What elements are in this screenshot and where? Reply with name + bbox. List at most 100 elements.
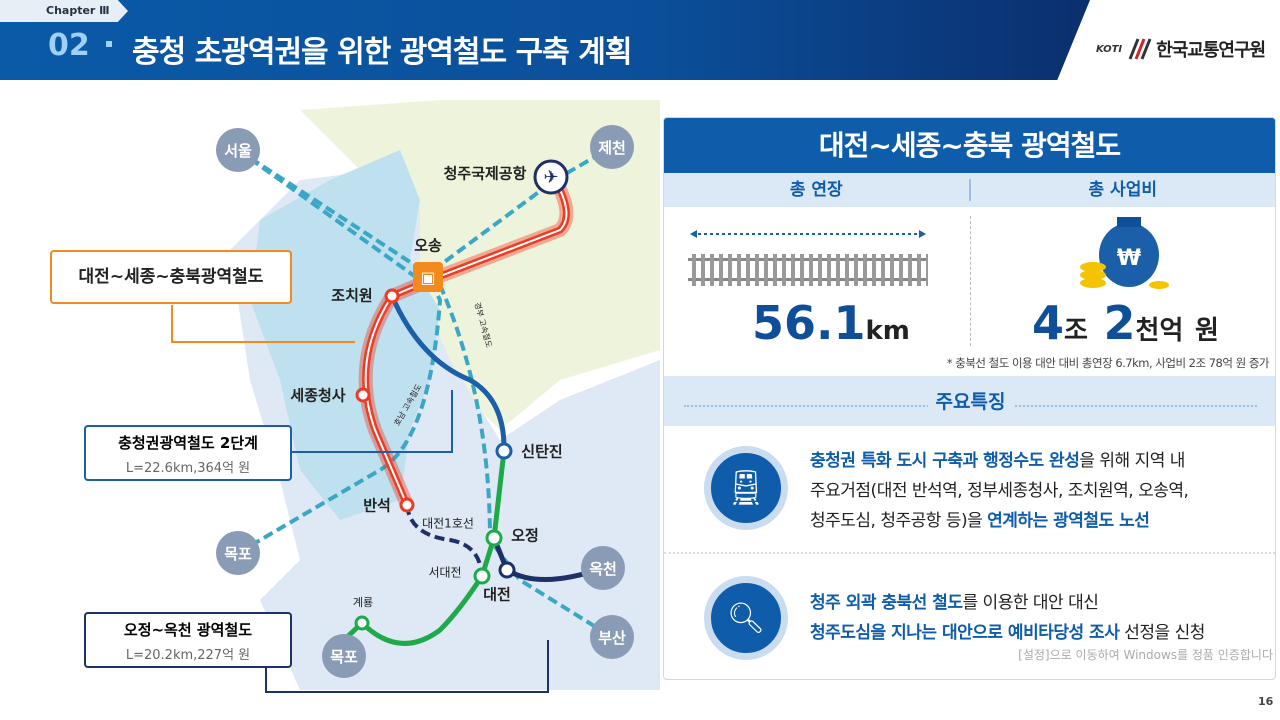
callout-red: 대전~세종~충북광역철도 [50,250,292,304]
line-gyeongbu-north [236,145,614,283]
label-sejong: 세종청사 [290,386,346,405]
line-blue [389,294,507,452]
feature2-highlight1: 청주 외곽 충북선 철도 [810,593,963,613]
callout-blue: 충청권광역철도 2단계 L=22.6km,364억 원 [84,425,292,481]
feature1-text2: 주요거점(대전 반석역, 정부세종청사, 조치원역, 오송역, [810,481,1189,501]
track-tie [827,254,831,286]
cost-value: 4조 2천억 원 [1032,296,1219,350]
callout-detail: L=22.6km,364억 원 [125,461,251,476]
label-banseok: 반석 [363,496,391,515]
features-header: 주요특징 [664,376,1275,426]
train-station-icon [413,262,443,292]
track-tie [719,254,723,286]
feature1-highlight2: 연계하는 광역철도 노선 [987,511,1150,531]
track-tie [701,254,705,286]
rail-map: ✈ ▣ [171,100,660,693]
chapter-tab: Chapter Ⅲ [0,0,128,22]
info-panel: 대전~세종~충북 광역철도 총 연장 총 사업비 /* ties drawn b… [663,117,1276,680]
feature1-highlight1: 충청권 특화 도시 구축과 행정수도 완성 [810,451,1080,471]
panel-title: 대전~세종~충북 광역철도 [664,118,1275,173]
feature-2: 청주 외곽 충북선 철도를 이용한 대안 대신 청주도심을 지나는 대안으로 예… [810,588,1205,648]
callout-title: 충청권광역철도 2단계 [118,434,258,452]
city-okcheon: 옥천 [581,546,625,590]
track-tie [926,254,928,286]
label-ojeong: 오정 [511,526,539,545]
line-gyeongbu [438,284,614,639]
callout-title: 오정~옥천 광역철도 [123,621,253,639]
track-tie [755,254,759,286]
logo-abbr: KOTI [1096,43,1123,55]
label-seodaejeon: 서대전 [428,565,462,580]
feature1-text3: 청주도심, 청주공항 등)을 [810,511,988,531]
length-value: 56.1km [752,296,910,350]
track-tie [899,254,903,286]
track-tie [908,254,912,286]
header-band [0,0,1090,80]
bullet-square [106,41,112,47]
label-airport: 청주국제공항 [443,164,527,183]
svg-text:✈: ✈ [543,167,558,188]
page-number: 16 [1258,695,1274,708]
callout-arrow-navy [265,640,549,693]
callout-navy: 오정~옥천 광역철도 L=20.2km,227억 원 [84,612,292,668]
track-tie [782,254,786,286]
svg-text:₩: ₩ [1117,246,1141,271]
city-busan: 부산 [590,615,634,659]
cost-number-b: 2 [1103,296,1136,350]
cost-unit-b: 천억 [1135,316,1184,346]
track-tie [746,254,750,286]
section-number: 02 [48,28,90,63]
callout-detail: L=20.2km,227억 원 [125,648,251,663]
logo-mark-icon [1128,38,1152,60]
panel-subheader: 총 연장 총 사업비 [664,173,1275,207]
track-tie [881,254,885,286]
svg-text:▣: ▣ [420,268,435,287]
feature2-text2: 선정을 신청 [1119,623,1205,643]
label-daejeon-line1: 대전1호선 [422,516,474,531]
land-sejong [250,150,440,520]
feature-1: 충청권 특화 도시 구축과 행정수도 완성을 위해 지역 내 주요거점(대전 반… [810,446,1189,536]
callout-arrow-blue [292,390,453,453]
airplane-icon [533,159,569,195]
track-tie [836,254,840,286]
track-tie [800,254,804,286]
feature2-text1: 를 이용한 대안 대신 [962,593,1099,613]
track-tie [791,254,795,286]
footnote: * 충북선 철도 이용 대안 대비 총연장 6.7km, 사업비 2조 78억 … [946,356,1270,370]
label-osong: 오송 [414,236,442,255]
track-tie [710,254,714,286]
city-mokpo-2: 목포 [322,634,366,678]
logo: KOTI 한국교통연구원 [1096,36,1266,62]
track-tie [818,254,822,286]
features-title: 주요특징 [927,391,1014,413]
col-length: 총 연장 [789,180,843,200]
city-mokpo: 목포 [216,531,260,575]
track-tie [728,254,732,286]
track-tie [872,254,876,286]
track-tie [692,254,696,286]
divider [664,552,1275,554]
logo-name: 한국교통연구원 [1156,40,1266,61]
line-ojeong [342,450,507,646]
track-tie [845,254,849,286]
label-sintanjin: 신탄진 [521,442,563,461]
cost-unit-a: 조 [1064,316,1088,346]
feature1-text1: 을 위해 지역 내 [1079,451,1185,471]
track-tie [773,254,777,286]
col-cost: 총 사업비 [1088,180,1157,200]
cost-won: 원 [1194,316,1219,346]
track-tie [917,254,921,286]
track-tie [854,254,858,286]
track-tie [890,254,894,286]
length-unit: km [865,316,910,346]
divider [970,216,971,346]
city-seoul: 서울 [216,128,260,172]
callout-arrow-red [171,305,355,343]
page-title: 충청 초광역권을 위한 광역철도 구축 계획 [132,35,632,70]
money-bag-icon: ₩ [1080,217,1169,289]
line-daejeon1 [405,504,484,577]
track-tie [809,254,813,286]
city-jecheon: 제천 [590,125,634,169]
label-daejeon: 대전 [483,585,511,604]
length-number: 56.1 [752,296,866,350]
